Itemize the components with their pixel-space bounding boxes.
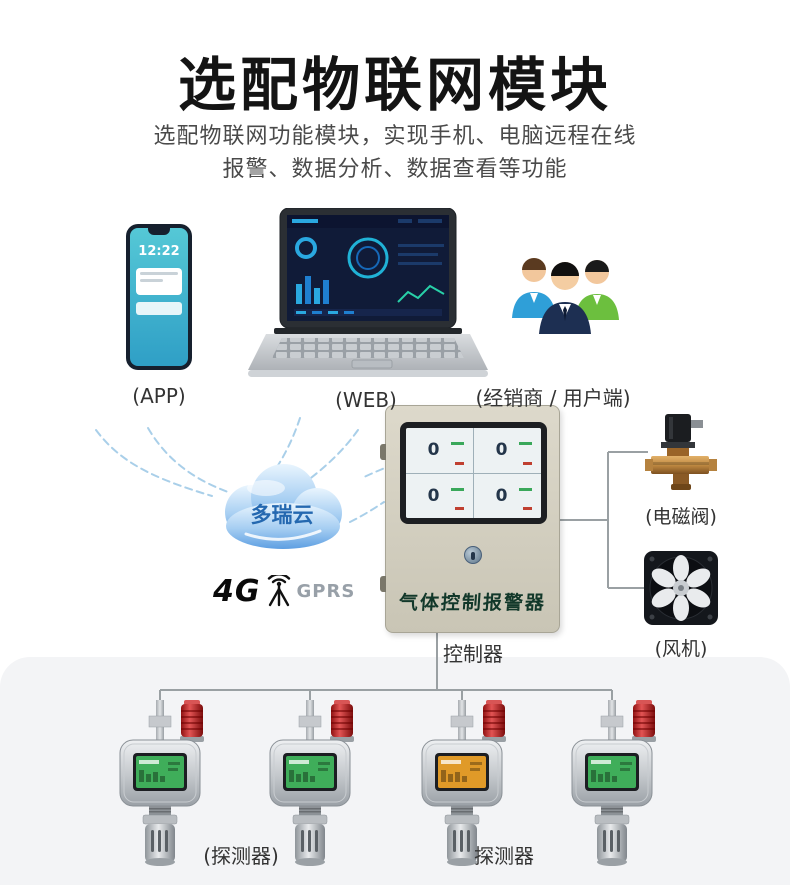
gas-detector-illustration (250, 700, 370, 872)
gas-detector-illustration (100, 700, 220, 872)
fan-blades (651, 555, 711, 621)
screen-decor (451, 442, 464, 445)
hinge (380, 444, 386, 460)
screen-value: 0 (495, 485, 508, 506)
person-navy (539, 262, 591, 334)
phone-screen: 12:22 (130, 228, 188, 366)
subtitle-line-1: 选配物联网功能模块，实现手机、电脑远程在线 (153, 124, 637, 149)
text-placeholder (140, 279, 163, 282)
page-subtitle: 选配物联网功能模块，实现手机、电脑远程在线 报警、数据分析、数据查看等功能 (0, 120, 790, 186)
alarm-beacon (331, 700, 353, 737)
cloud-graphic: 多瑞云 (225, 464, 342, 549)
screen-cell: 0 (474, 473, 541, 518)
antenna-icon (267, 574, 290, 606)
gprs-label: GPRS (296, 581, 356, 602)
person-green (575, 260, 619, 320)
network-badge: 4G GPRS (213, 574, 355, 609)
controller-screen: 0 0 0 0 (400, 422, 547, 524)
solenoid-valve-illustration (645, 414, 717, 496)
text-placeholder (140, 272, 178, 275)
smartphone-illustration: 12:22 (126, 224, 192, 370)
screen-decor (523, 461, 532, 465)
screen-decor (455, 507, 464, 510)
screen-cell: 0 (474, 428, 541, 473)
screen-decor (519, 442, 532, 445)
fan-label: (风机) (654, 638, 708, 660)
valve-label: (电磁阀) (645, 506, 717, 528)
controller-box: 0 0 0 0 气体控制报警器 (380, 405, 560, 633)
people-graphic (512, 258, 619, 334)
screen-value: 0 (495, 440, 508, 461)
screen-decor (519, 487, 532, 491)
4g-label: 4G (213, 574, 261, 609)
fan-illustration (644, 551, 718, 629)
app-label: (APP) (132, 384, 186, 408)
laptop-graphic (248, 207, 488, 377)
web-label: (WEB) (335, 388, 397, 412)
screen-value: 0 (427, 440, 440, 461)
phone-widget (136, 302, 182, 315)
screen-decor (523, 507, 532, 510)
person-blue (512, 258, 556, 318)
phone-time: 12:22 (138, 244, 180, 259)
gas-detector-illustration (552, 700, 672, 872)
screen-decor (455, 461, 464, 465)
page-title: 选配物联网模块 (177, 51, 612, 119)
screen-decor (451, 487, 464, 491)
controller-label: 控制器 (443, 642, 503, 666)
controller-device-name: 气体控制报警器 (398, 592, 547, 614)
detector-label-right: 探测器 (474, 844, 534, 868)
subtitle-line-2: 报警、数据分析、数据查看等功能 (222, 157, 568, 182)
screen-cell: 0 (406, 428, 473, 473)
users-illustration (498, 240, 633, 356)
fan-graphic (644, 551, 718, 625)
screen-value: 0 (427, 485, 440, 506)
valve-graphic (645, 414, 717, 490)
users-label: (经销商 / 用户端) (475, 386, 631, 410)
screen-cell: 0 (406, 473, 473, 518)
gas-detector-illustration (402, 700, 522, 872)
alarm-beacon (633, 700, 655, 737)
detector-label-left: (探测器) (203, 844, 279, 868)
alarm-beacon (483, 700, 505, 737)
screen-grid: 0 0 0 0 (406, 428, 541, 518)
cloud-illustration: 多瑞云 (206, 450, 358, 566)
cloud-name: 多瑞云 (251, 503, 314, 527)
lock-icon (463, 546, 482, 564)
phone-notification-card (136, 268, 182, 295)
alarm-beacon (181, 700, 203, 737)
hinge (380, 576, 386, 592)
phone-notch (148, 228, 170, 235)
laptop-illustration (248, 207, 488, 384)
